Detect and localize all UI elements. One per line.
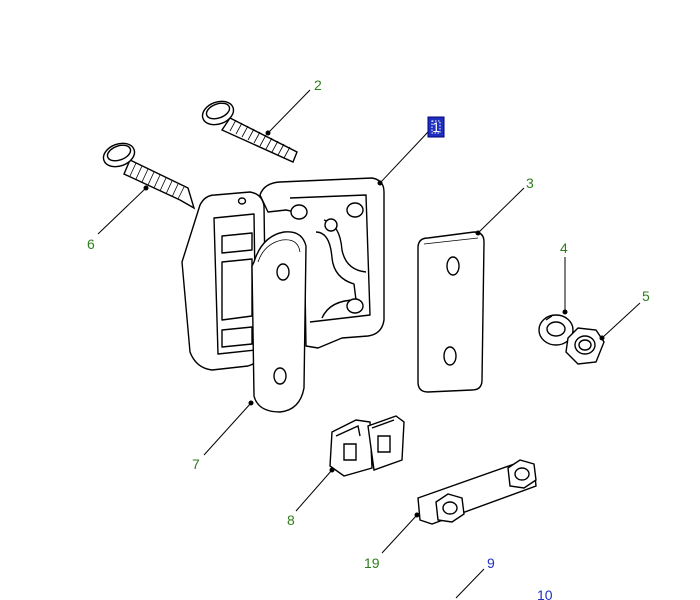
- nut-plate-part-19[interactable]: [418, 460, 536, 524]
- washer-part-4[interactable]: [539, 315, 573, 345]
- callout-8-label[interactable]: 8: [287, 512, 295, 528]
- hinge-body-part-1[interactable]: [182, 178, 384, 370]
- callout-4-label[interactable]: 4: [560, 240, 568, 256]
- callout-6-label[interactable]: 6: [87, 236, 95, 252]
- callout-19-label[interactable]: 19: [364, 555, 380, 571]
- clip-part-8[interactable]: [330, 416, 404, 476]
- callout-10-label[interactable]: 10: [537, 587, 553, 600]
- callout-9-label[interactable]: 9: [487, 555, 495, 571]
- callout-3-label[interactable]: 3: [526, 175, 534, 191]
- nut-part-5[interactable]: [566, 328, 604, 364]
- leader-lines: [97, 89, 641, 599]
- strap-part-7[interactable]: [252, 232, 306, 412]
- callout-2-label[interactable]: 2: [314, 77, 322, 93]
- callout-1-label: 1: [432, 119, 440, 135]
- callout-7-label[interactable]: 7: [192, 456, 200, 472]
- callout-1[interactable]: 1: [427, 116, 445, 138]
- plate-part-3[interactable]: [418, 232, 484, 392]
- callout-5-label[interactable]: 5: [642, 288, 650, 304]
- screw-part-6[interactable]: [100, 139, 194, 208]
- bolt-part-2[interactable]: [199, 97, 297, 162]
